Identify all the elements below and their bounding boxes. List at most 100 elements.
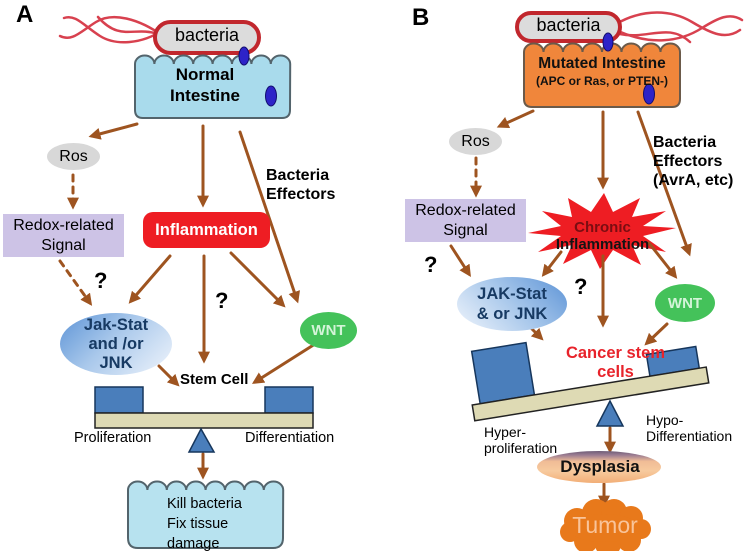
chronic-inflammation-starburst: [528, 193, 676, 269]
normal-intestine-label: Normal Intestine: [140, 64, 270, 106]
hyper-proliferation-label: Hyper- proliferation: [484, 424, 557, 456]
inflammation-label: Inflammation: [155, 220, 258, 239]
wnt-node-b: WNT: [655, 284, 715, 322]
wnt-node-a: WNT: [300, 312, 357, 349]
normal-intestine-line2: Intestine: [170, 86, 240, 105]
bacteria-pill-b: [515, 11, 622, 43]
panel-a-label: A: [16, 1, 34, 28]
arrow-intestine-to-ros-b: [496, 109, 535, 128]
tumor-label: Tumor: [572, 512, 638, 538]
arrow-redox-to-jak-b: [449, 244, 471, 278]
bacteria-cell-icon: [238, 46, 250, 66]
normal-intestine-box: [134, 54, 292, 119]
jak-stat-node-b: JAK-Stat & or JNK: [457, 277, 567, 331]
wnt-label-a: WNT: [311, 322, 346, 339]
dysplasia-node: [537, 451, 661, 483]
ros-label-a: Ros: [59, 147, 88, 165]
effectors-line1-a: Bacteria: [266, 167, 330, 184]
arrow-wnt-to-stemcell-a: [251, 342, 317, 384]
flagella-icon-b: [614, 11, 744, 44]
outcome-line1-a: Kill bacteria: [167, 496, 242, 512]
fulcrum-triangle-b: [595, 399, 625, 427]
hyper-line1: Hyper-: [484, 424, 527, 440]
bacteria-cell-icon: [643, 83, 655, 105]
cancer-stem-cells-label: Cancer stem cells: [543, 344, 688, 382]
jak-line1-b: JAK-Stat: [477, 285, 547, 303]
question-mark-inflammation-a: ?: [215, 288, 229, 313]
redox-signal-box-a: Redox-related Signal: [3, 214, 124, 257]
ros-node-a: Ros: [47, 143, 100, 170]
balance-weight-left-b: [470, 341, 536, 405]
balance-plank-a: [94, 412, 314, 429]
outcome-line3-a: damage: [167, 536, 220, 551]
mutated-intestine-label: Mutated Intestine (APC or Ras, or PTEN-): [524, 54, 680, 89]
ros-label-b: Ros: [461, 132, 490, 150]
arrow-jak-to-stemcell-a: [157, 364, 180, 387]
chronic-inflammation-label: Chronic Inflammation: [540, 219, 665, 253]
bacteria-effectors-label-a: Bacteria Effectors: [266, 166, 335, 204]
tumor-cloud: [560, 499, 651, 551]
mutated-intestine-line2: (APC or Ras, or PTEN-): [535, 74, 668, 88]
bacteria-label-a: bacteria: [174, 25, 240, 45]
proliferation-label: Proliferation: [74, 430, 152, 446]
arrow-chronic-to-wnt-b: [647, 241, 678, 279]
question-mark-chronic-b: ?: [574, 274, 588, 299]
chronic-line2: Inflammation: [555, 236, 650, 253]
arrow-chronic-to-jak-b: [541, 250, 563, 277]
redox-line2-a: Signal: [41, 236, 86, 254]
ros-node-b: Ros: [449, 128, 502, 155]
wnt-label-b: WNT: [667, 294, 703, 312]
effectors-line1-b: Bacteria: [653, 134, 717, 151]
balance-weight-right-a: [264, 386, 314, 414]
arrow-inflammation-to-wnt-a: [229, 251, 286, 308]
hyper-line2: proliferation: [484, 440, 558, 456]
outcome-label-a: Kill bacteria Fix tissue damage: [167, 494, 242, 551]
cancer-line2: cells: [597, 363, 634, 381]
panel-b-label: B: [412, 4, 430, 31]
dysplasia-label: Dysplasia: [560, 457, 640, 476]
stem-cell-label: Stem Cell: [180, 371, 249, 388]
bacteria-cell-icon: [265, 85, 277, 107]
bacteria-effectors-label-b: Bacteria Effectors (AvrA, etc): [653, 133, 733, 190]
balance-weight-left-a: [94, 386, 144, 414]
normal-intestine-line1: Normal: [175, 65, 235, 84]
outcome-box-a: [127, 480, 285, 549]
arrow-intestine-to-ros-a: [88, 122, 139, 140]
inflammation-box: Inflammation: [143, 212, 270, 248]
redox-signal-box-b: Redox-related Signal: [405, 199, 526, 242]
jak-line3-a: JNK: [99, 353, 133, 372]
arrow-inflammation-to-jak-a: [128, 254, 172, 304]
hypo-differentiation-label: Hypo- Differentiation: [646, 412, 732, 444]
cancer-line1: Cancer stem: [565, 344, 666, 362]
fulcrum-triangle-a: [187, 427, 216, 453]
mutated-intestine-line1: Mutated Intestine: [538, 55, 666, 72]
jak-line1-a: Jak-Stat: [83, 315, 149, 334]
bacteria-cell-icon: [602, 32, 614, 52]
chronic-line1: Chronic: [574, 219, 631, 236]
mutated-intestine-box: [523, 42, 681, 108]
balance-plank-b: [471, 366, 710, 422]
redox-line2-b: Signal: [443, 221, 488, 239]
jak-stat-node-a: Jak-Stat and /or JNK: [60, 313, 172, 375]
redox-line1-b: Redox-related: [415, 201, 516, 219]
jak-line2-a: and /or: [88, 334, 144, 353]
arrow-redox-to-jak-a: [58, 259, 93, 306]
redox-line1-a: Redox-related: [13, 216, 114, 234]
arrow-wnt-to-cancer-b: [644, 322, 669, 346]
question-mark-redox-a: ?: [94, 268, 108, 293]
jak-line2-b: & or JNK: [476, 305, 548, 323]
question-mark-redox-b: ?: [424, 252, 438, 277]
balance-beam-b: [470, 341, 710, 422]
bacteria-label-b: bacteria: [536, 15, 601, 35]
hypo-line1: Hypo-: [646, 412, 684, 428]
flagella-icon-a: [58, 15, 165, 44]
effectors-line3-b: (AvrA, etc): [653, 172, 734, 189]
hypo-line2: Differentiation: [646, 428, 733, 444]
effectors-line2-a: Effectors: [266, 186, 336, 203]
arrow-effectors-to-wnt-b: [636, 110, 692, 257]
outcome-line2-a: Fix tissue: [167, 516, 229, 532]
balance-beam-a: [94, 386, 314, 453]
bacteria-pill-a: [153, 20, 261, 55]
